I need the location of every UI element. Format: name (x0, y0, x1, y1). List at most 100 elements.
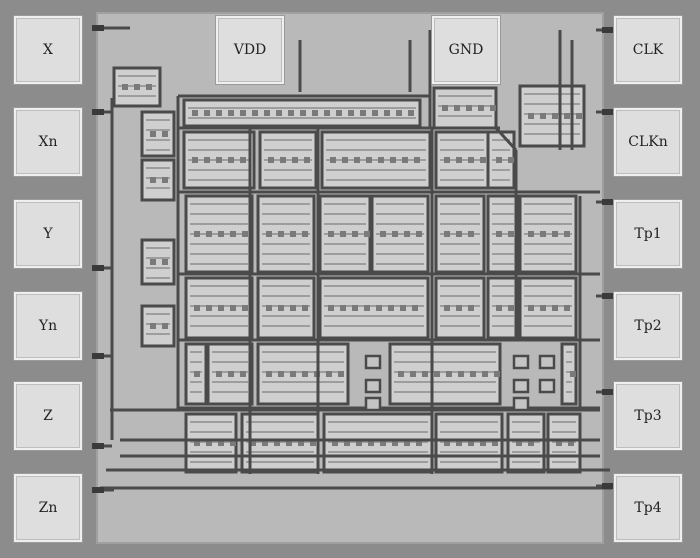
pad-x[interactable]: X (14, 16, 82, 84)
via (416, 231, 422, 237)
via (324, 110, 330, 116)
via (492, 440, 498, 446)
via (122, 84, 128, 90)
via (404, 440, 410, 446)
via (552, 231, 558, 237)
via (408, 110, 414, 116)
via (400, 305, 406, 311)
via (240, 110, 246, 116)
metal-line (494, 126, 518, 152)
via (230, 231, 236, 237)
via (456, 157, 462, 163)
via (454, 105, 460, 111)
contact-square (512, 396, 530, 412)
via (404, 231, 410, 237)
via (540, 231, 546, 237)
via (266, 371, 272, 377)
via (328, 305, 334, 311)
via (402, 157, 408, 163)
via (206, 305, 212, 311)
via (360, 110, 366, 116)
via (150, 323, 156, 329)
via (570, 371, 576, 377)
via (468, 305, 474, 311)
via (230, 440, 236, 446)
pad-xn[interactable]: Xn (14, 108, 82, 176)
via (528, 305, 534, 311)
pad-tp3[interactable]: Tp3 (614, 382, 682, 450)
via (328, 231, 334, 237)
via (392, 440, 398, 446)
via (278, 231, 284, 237)
via (380, 231, 386, 237)
via (228, 110, 234, 116)
via (444, 440, 450, 446)
via (456, 231, 462, 237)
via (266, 231, 272, 237)
via (348, 110, 354, 116)
via (194, 231, 200, 237)
via (458, 371, 464, 377)
via (364, 231, 370, 237)
bond-terminal (602, 27, 614, 33)
pad-z[interactable]: Z (14, 382, 82, 450)
pad-label: Zn (38, 500, 58, 516)
via (162, 323, 168, 329)
via (508, 157, 514, 163)
via (194, 305, 200, 311)
via (390, 157, 396, 163)
via (310, 440, 316, 446)
via (218, 440, 224, 446)
pad-clk[interactable]: CLK (614, 16, 682, 84)
via (446, 371, 452, 377)
via (396, 110, 402, 116)
via (490, 105, 496, 111)
via (352, 231, 358, 237)
via (384, 110, 390, 116)
via (496, 305, 502, 311)
pad-zn[interactable]: Zn (14, 474, 82, 542)
pad-tp4[interactable]: Tp4 (614, 474, 682, 542)
via (216, 157, 222, 163)
pad-label: Tp1 (634, 226, 662, 242)
via (442, 105, 448, 111)
via (508, 305, 514, 311)
via (280, 157, 286, 163)
bond-terminal (92, 25, 104, 31)
pad-tp1[interactable]: Tp1 (614, 200, 682, 268)
via (468, 231, 474, 237)
via (150, 131, 156, 137)
via (564, 113, 570, 119)
bond-terminal (92, 443, 104, 449)
via (150, 177, 156, 183)
via (528, 231, 534, 237)
via (262, 440, 268, 446)
pad-label: CLK (632, 42, 664, 58)
pad-gnd[interactable]: GND (432, 16, 500, 84)
pad-label: Tp3 (634, 408, 662, 424)
via (368, 440, 374, 446)
pad-yn[interactable]: Yn (14, 292, 82, 360)
bond-terminal (602, 389, 614, 395)
pad-label: CLKn (628, 134, 668, 150)
via (568, 440, 574, 446)
via (528, 440, 534, 446)
pad-tp2[interactable]: Tp2 (614, 292, 682, 360)
via (204, 157, 210, 163)
via (564, 305, 570, 311)
via (466, 105, 472, 111)
via (326, 371, 332, 377)
via (508, 231, 514, 237)
via (278, 371, 284, 377)
pad-label: VDD (233, 42, 267, 58)
via (216, 371, 222, 377)
pad-y[interactable]: Y (14, 200, 82, 268)
bond-terminal (602, 199, 614, 205)
via (372, 110, 378, 116)
pad-label: Y (43, 226, 53, 242)
via (312, 110, 318, 116)
pad-clkn[interactable]: CLKn (614, 108, 682, 176)
via (366, 157, 372, 163)
bond-terminal (92, 353, 104, 359)
pad-vdd[interactable]: VDD (216, 16, 284, 84)
